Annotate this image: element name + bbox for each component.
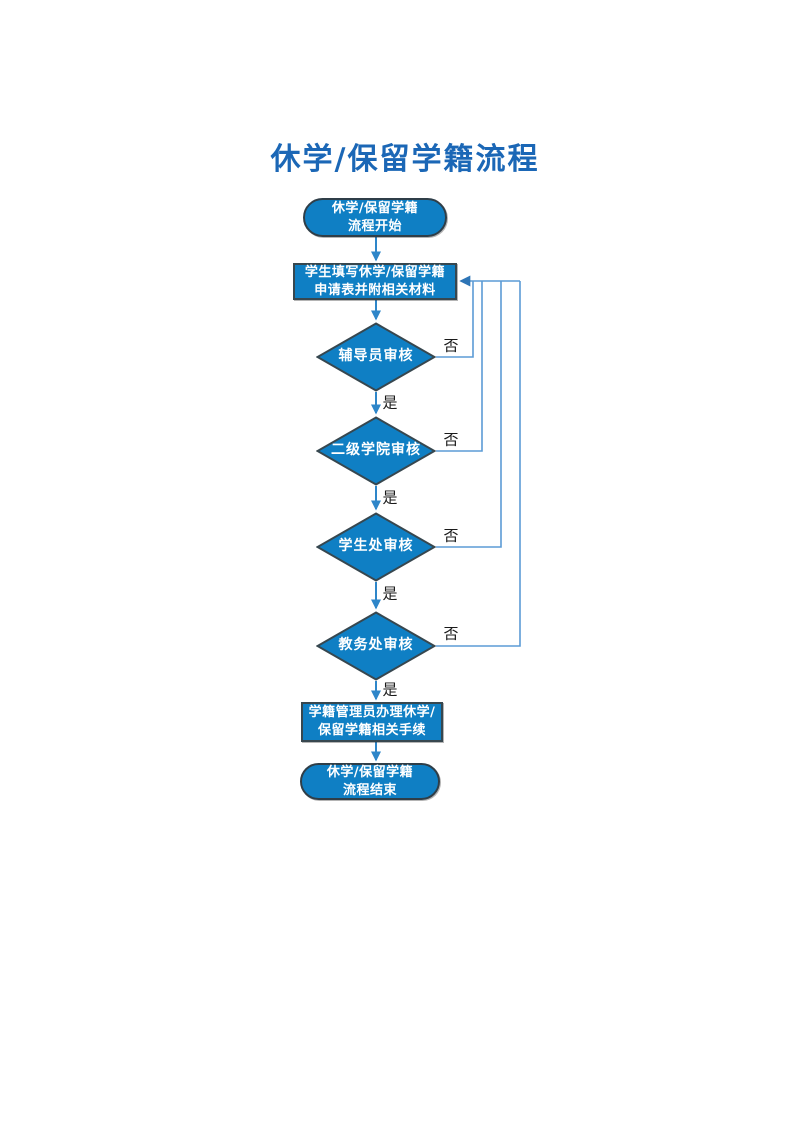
feedback-lines — [436, 275, 521, 647]
yes-label-student-affairs: 是 — [382, 584, 398, 603]
no-label-counselor: 否 — [443, 336, 459, 355]
no-label-college: 否 — [443, 430, 459, 449]
yes-label-college: 是 — [382, 488, 398, 507]
feedback-academic-no — [436, 281, 521, 647]
yes-label-academic-affairs: 是 — [382, 680, 398, 699]
feedback-college-no — [436, 281, 483, 452]
fill-form-line1: 学生填写休学/保留学籍 — [304, 264, 446, 280]
process-step-line2: 保留学籍相关手续 — [317, 723, 426, 738]
start-terminator-line2: 流程开始 — [347, 218, 402, 234]
end-terminator-line2: 流程结束 — [342, 782, 397, 798]
decision-academic-affairs-review: 教务处审核 — [316, 611, 436, 681]
decision-counselor-label: 辅导员审核 — [338, 348, 414, 365]
feedback-counselor-no — [436, 281, 474, 358]
yes-label-counselor: 是 — [382, 393, 398, 412]
diamond-shape — [316, 512, 436, 582]
fill-form-step: 学生填写休学/保留学籍 申请表并附相关材料 — [293, 263, 457, 300]
page-title: 休学/保留学籍流程 — [270, 142, 540, 177]
decision-academic-affairs-label: 教务处审核 — [338, 637, 414, 654]
decision-college-label: 二级学院审核 — [331, 442, 421, 459]
fill-form-line2: 申请表并附相关材料 — [314, 282, 436, 298]
no-label-student-affairs: 否 — [443, 526, 459, 545]
decision-college-review: 二级学院审核 — [316, 416, 436, 486]
feedback-studentaffairs-no — [436, 281, 502, 548]
process-step-line1: 学籍管理员办理休学/ — [308, 705, 436, 721]
decision-student-affairs-label: 学生处审核 — [338, 538, 414, 555]
end-terminator: 休学/保留学籍 流程结束 — [300, 763, 440, 800]
decision-student-affairs-review: 学生处审核 — [316, 512, 436, 582]
process-step: 学籍管理员办理休学/ 保留学籍相关手续 — [301, 702, 443, 742]
start-terminator-line1: 休学/保留学籍 — [331, 200, 419, 216]
decision-counselor-review: 辅导员审核 — [316, 322, 436, 392]
start-terminator: 休学/保留学籍 流程开始 — [303, 198, 447, 237]
no-label-academic-affairs: 否 — [443, 624, 459, 643]
diamond-shape — [316, 416, 436, 486]
diamond-shape — [316, 322, 436, 392]
end-terminator-line1: 休学/保留学籍 — [326, 764, 414, 780]
diamond-shape — [316, 611, 436, 681]
